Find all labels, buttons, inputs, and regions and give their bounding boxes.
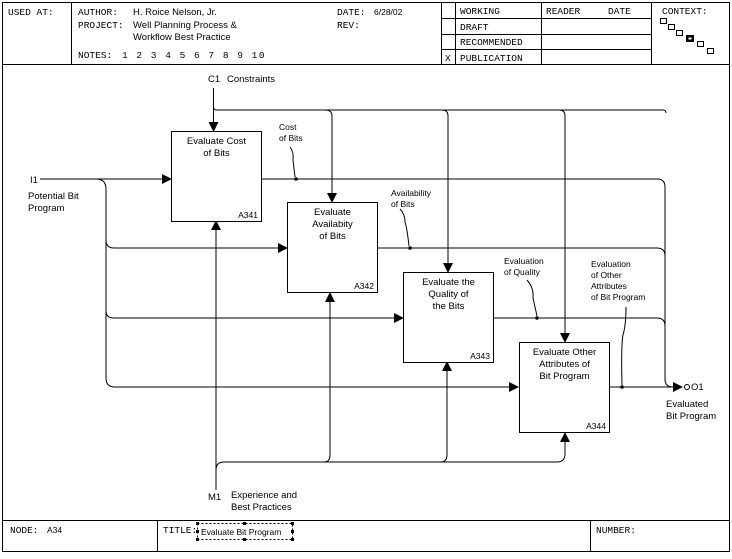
input-label-line1: Potential Bit (28, 191, 79, 202)
input-to-a344-arrow (95, 178, 519, 392)
activity-a342-code: A342 (354, 281, 374, 291)
activity-a344-code: A344 (586, 421, 606, 431)
cost-label-line1: Cost (279, 122, 297, 132)
activity-a344-label-line1: Evaluate Other (533, 347, 596, 358)
title-label: TITLE: (163, 525, 197, 536)
page-frame (2, 2, 730, 552)
input-label-line2: Program (28, 203, 65, 214)
output-code: O1 (691, 382, 704, 393)
status-draft: DRAFT (460, 22, 489, 33)
activity-a341-box[interactable]: Evaluate Cost of Bits A341 (171, 131, 262, 222)
activity-a343-code: A343 (470, 351, 490, 361)
arrow-network (40, 88, 683, 490)
output-terminal-marker (684, 384, 690, 390)
control-to-a342-arrow (324, 109, 337, 203)
node-value: A34 (47, 525, 62, 535)
activity-a342-label-line1: Evaluate (314, 207, 351, 218)
notes-label: NOTES: (78, 50, 112, 61)
availability-label-line1: Availability (391, 188, 432, 198)
mechanism-to-a344-arrow (215, 432, 570, 471)
quality-output-line (493, 317, 666, 327)
attributes-label-line4: of Bit Program (591, 292, 645, 302)
date-label: DATE: (337, 7, 366, 18)
output-label-line1: Evaluated (666, 399, 708, 410)
output-label-line2: Bit Program (666, 411, 716, 422)
activity-a342-box[interactable]: Evaluate Availabity of Bits A342 (287, 202, 378, 293)
date-value: 6/28/02 (374, 7, 403, 17)
cost-output-line (261, 178, 674, 388)
project-value-line2: Workflow Best Practice (133, 32, 231, 43)
author-label: AUTHOR: (78, 7, 118, 18)
activity-a341-code: A341 (238, 210, 258, 220)
attributes-label-line3: Attributes (591, 281, 627, 291)
quality-label-line2: of Quality (504, 267, 541, 277)
cost-label-line2: of Bits (279, 133, 303, 143)
project-value-line1: Well Planning Process & (133, 20, 238, 31)
attributes-label-leader (621, 306, 627, 386)
notes-values: 1 2 3 4 5 6 7 8 9 10 (122, 50, 266, 61)
activity-a343-label-line3: the Bits (433, 301, 465, 312)
author-value: H. Roice Nelson, Jr. (133, 7, 217, 18)
quality-label-line1: Evaluation (504, 256, 544, 266)
rev-label: REV: (337, 20, 360, 31)
activity-a342-label-line3: of Bits (319, 231, 346, 242)
control-code: C1 (208, 74, 220, 85)
activity-a343-label-line1: Evaluate the (422, 277, 475, 288)
mechanism-to-a343-arrow (439, 361, 452, 463)
control-label: Constraints (227, 74, 275, 85)
footer-block (2, 520, 730, 552)
activity-a341-label-line2: of Bits (203, 148, 230, 159)
control-to-a344-arrow (558, 109, 570, 343)
input-to-a342-arrow (105, 239, 288, 253)
control-trunk-arrow (213, 88, 667, 114)
activity-a341-label-line1: Evaluate Cost (187, 136, 247, 147)
activity-a343-label-line2: Quality of (428, 289, 468, 300)
activity-a344-box[interactable]: Evaluate Other Attributes of Bit Program… (519, 342, 610, 433)
project-label: PROJECT: (78, 20, 124, 31)
activity-a342-label-line2: Availabity (312, 219, 353, 230)
activity-a343-box[interactable]: Evaluate the Quality of the Bits A343 (403, 272, 494, 363)
control-to-a343-arrow (441, 109, 453, 273)
status-working: WORKING (460, 6, 500, 17)
availability-label-leader (399, 208, 410, 247)
availability-output-line (377, 247, 666, 257)
context-thumbnail (660, 18, 714, 54)
node-label: NODE: (10, 525, 39, 536)
reader-label: READER (546, 6, 581, 17)
input-to-a343-arrow (105, 310, 404, 323)
used-at-label: USED AT: (8, 7, 54, 18)
attributes-label-line1: Evaluation (591, 259, 631, 269)
mechanism-to-a342-arrow (323, 292, 335, 463)
junction-dots (294, 177, 624, 389)
mechanism-label-line2: Best Practices (231, 502, 292, 513)
status-checkbox-publication: X (445, 53, 451, 64)
attributes-label-line2: of Other (591, 270, 622, 280)
header-block (2, 2, 730, 65)
status-recommended: RECOMMENDED (460, 37, 523, 48)
cost-label-leader (289, 146, 296, 178)
activity-a344-label-line2: Attributes of (539, 359, 590, 370)
number-label: NUMBER: (596, 525, 636, 536)
quality-label-leader (526, 279, 538, 317)
availability-label-line2: of Bits (391, 199, 415, 209)
mechanism-code: M1 (208, 492, 221, 503)
mechanism-label-line1: Experience and (231, 490, 297, 501)
input-code: I1 (30, 175, 38, 186)
context-label: CONTEXT: (662, 6, 708, 17)
title-value[interactable]: Evaluate Bit Program (201, 527, 281, 537)
reader-date-label: DATE (608, 6, 631, 17)
title-selection-handles (196, 522, 294, 541)
activity-a344-label-line3: Bit Program (539, 371, 589, 382)
status-publication: PUBLICATION (460, 53, 523, 64)
